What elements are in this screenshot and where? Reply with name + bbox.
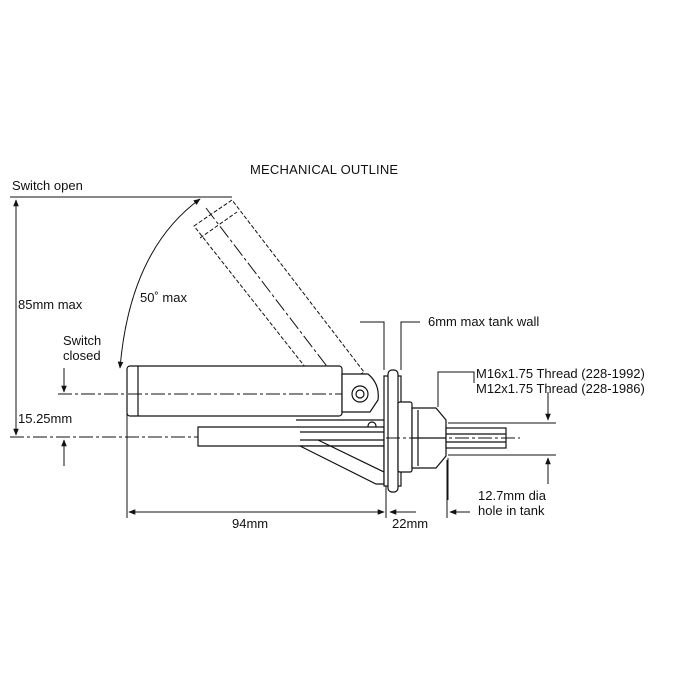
thread-length-label: 22mm bbox=[392, 516, 429, 531]
switch-closed-label-line2: closed bbox=[63, 348, 101, 363]
diagram-title: MECHANICAL OUTLINE bbox=[250, 162, 399, 177]
tank-wall-leader-right bbox=[400, 321, 420, 370]
washer bbox=[387, 369, 399, 493]
mounting-hardware bbox=[383, 369, 447, 493]
locknut bbox=[397, 401, 413, 473]
switch-body bbox=[197, 419, 385, 485]
switch-open-label: Switch open bbox=[12, 178, 83, 193]
angle-label: 50˚ max bbox=[140, 290, 187, 305]
float-closed-position bbox=[126, 365, 356, 417]
max-height-label: 85mm max bbox=[18, 297, 83, 312]
float-open-position bbox=[193, 199, 365, 397]
tank-wall-label: 6mm max tank wall bbox=[428, 314, 540, 329]
thread-leader bbox=[437, 371, 475, 407]
offset-label: 15.25mm bbox=[18, 411, 73, 426]
switch-closed-label-line1: Switch bbox=[63, 333, 102, 348]
lead-wires bbox=[386, 427, 520, 449]
dimension-lines bbox=[10, 196, 556, 518]
length-label: 94mm bbox=[232, 516, 269, 531]
thread-m12-label: M12x1.75 Thread (228-1986) bbox=[476, 381, 645, 396]
hole-label-line2: hole in tank bbox=[478, 503, 545, 518]
angle-arc bbox=[117, 198, 201, 369]
hole-label-line1: 12.7mm dia bbox=[478, 488, 546, 503]
tank-wall-leader-left bbox=[360, 321, 385, 370]
thread-m16-label: M16x1.75 Thread (228-1992) bbox=[476, 366, 645, 381]
hinge-assembly bbox=[341, 373, 384, 436]
